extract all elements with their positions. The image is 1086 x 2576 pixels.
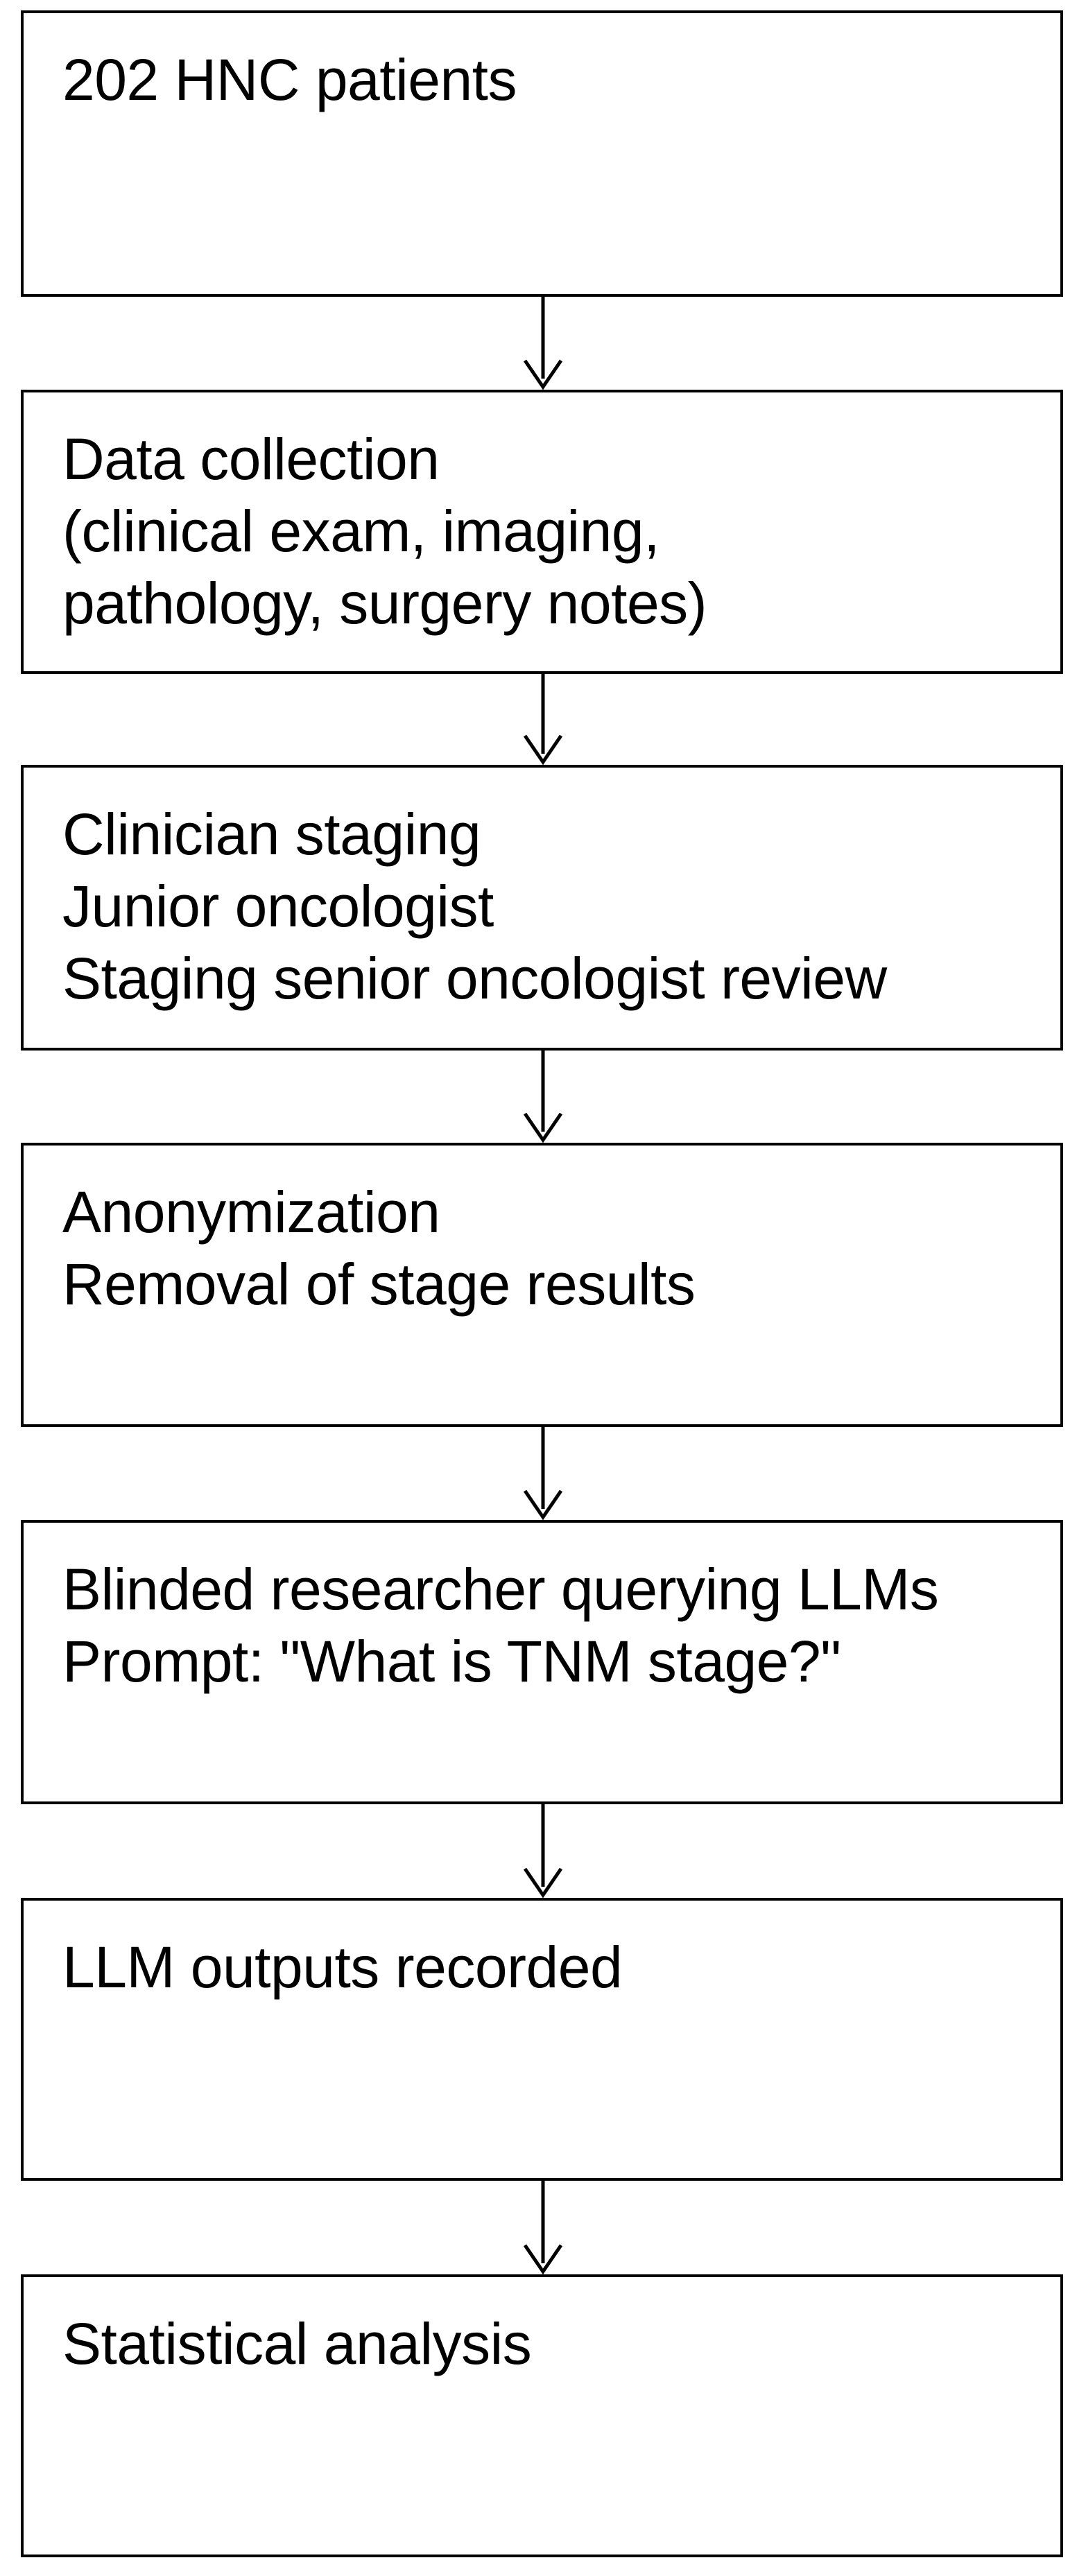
flowchart-node-blinded-query: Blinded researcher querying LLMs Prompt:… — [21, 1520, 1063, 1804]
flowchart-node-patients: 202 HNC patients — [21, 10, 1063, 297]
flowchart-arrow-6 — [0, 2181, 1086, 2275]
flowchart-arrow-2 — [0, 674, 1086, 766]
node-label-data-collection: Data collection (clinical exam, imaging,… — [62, 426, 707, 636]
node-label-llm-outputs: LLM outputs recorded — [62, 1935, 623, 2000]
flowchart-arrow-5 — [0, 1804, 1086, 1899]
node-label-anonymization: Anonymization Removal of stage results — [62, 1179, 696, 1317]
flowchart-arrow-3 — [0, 1051, 1086, 1143]
flowchart-arrow-4 — [0, 1427, 1086, 1521]
flowchart-node-statistical-analysis: Statistical analysis — [21, 2274, 1063, 2557]
node-label-patients: 202 HNC patients — [62, 47, 517, 112]
flowchart-node-llm-outputs: LLM outputs recorded — [21, 1898, 1063, 2181]
flowchart-node-data-collection: Data collection (clinical exam, imaging,… — [21, 390, 1063, 674]
flowchart-node-clinician-staging: Clinician staging Junior oncologist Stag… — [21, 765, 1063, 1051]
node-label-blinded-query: Blinded researcher querying LLMs Prompt:… — [62, 1557, 939, 1694]
node-label-statistical-analysis: Statistical analysis — [62, 2311, 532, 2376]
flowchart-node-anonymization: Anonymization Removal of stage results — [21, 1143, 1063, 1427]
node-label-clinician-staging: Clinician staging Junior oncologist Stag… — [62, 802, 887, 1011]
flowchart-arrow-1 — [0, 297, 1086, 390]
